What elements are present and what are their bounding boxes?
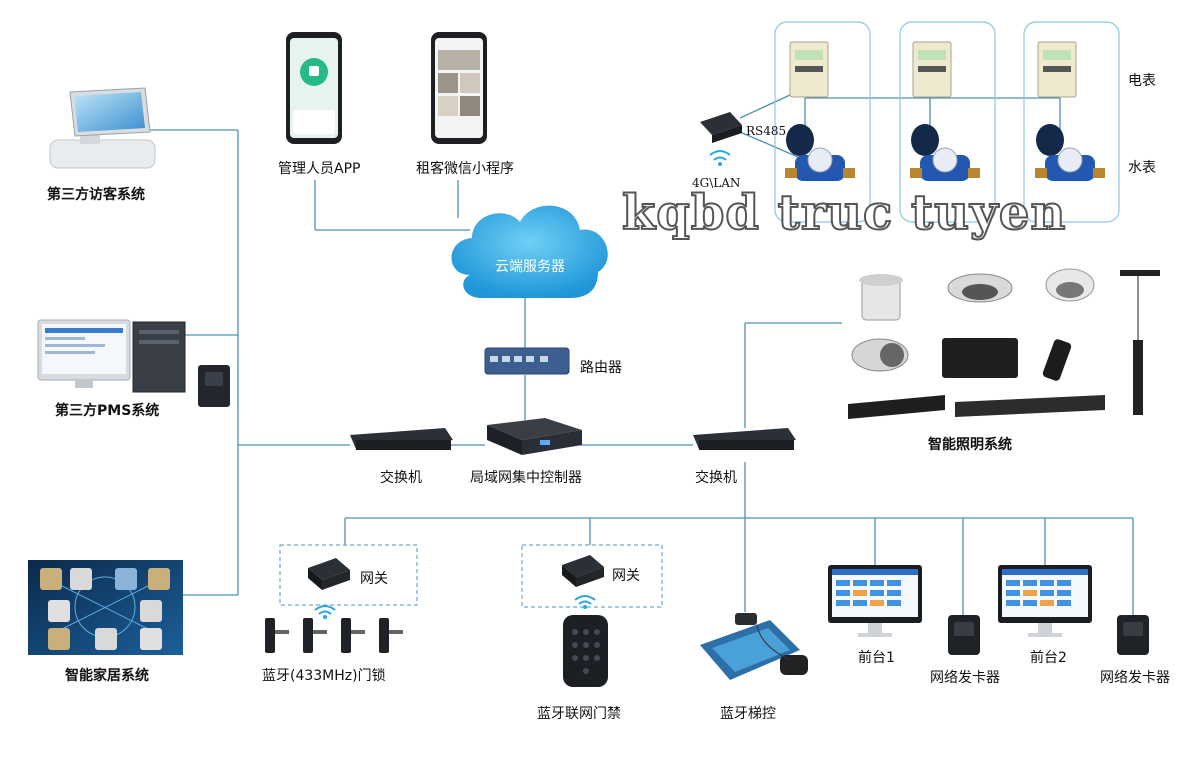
rs485-label: RS485 [746,124,787,138]
lighting-fixtures [848,268,1160,419]
front-desk-monitor-1 [828,565,922,637]
tenant-miniprogram-label: 租客微信小程序 [416,161,514,177]
front-desk-monitor-2 [998,565,1092,637]
gateway-2-label: 网关 [612,568,640,584]
bluetooth-access-label: 蓝牙联网门禁 [537,706,621,722]
lan-controller-device [487,418,582,455]
bluetooth-access-keypad [563,615,608,687]
switch-right-label: 交换机 [695,470,737,486]
net-4g-lan-label: 4G\LAN [692,176,741,190]
gateway-1-label: 网关 [360,571,388,587]
gateway-dashed-boxes [279,544,663,608]
smart-home-image [28,560,183,655]
bluetooth-door-locks [265,618,403,653]
tenant-miniprogram-phone [431,32,487,144]
gateway-device-2 [562,555,604,609]
router-label: 路由器 [580,360,622,376]
connection-lines [150,94,1134,615]
card-issuer-2 [1117,615,1149,655]
visitor-system-terminal [49,87,156,169]
bluetooth-elevator-label: 蓝牙梯控 [720,706,776,722]
switch-right-device [693,428,796,450]
admin-app-label: 管理人员APP [278,161,361,177]
switch-left-device [350,428,453,450]
card-issuer-1 [948,615,980,655]
lighting-system-label: 智能照明系统 [928,437,1012,453]
smart-home-label: 智能家居系统 [65,668,149,684]
water-meter-label: 水表 [1128,160,1156,176]
router-device [484,347,570,375]
bluetooth-elevator-board [700,613,808,680]
lan-controller-label: 局域网集中控制器 [470,470,582,486]
rs485-module [700,112,742,166]
front-desk-1-label: 前台1 [858,650,895,666]
bluetooth-lock-label: 蓝牙(433MHz)门锁 [262,668,386,684]
pms-system-computer [37,319,230,407]
watermark-text: kqbd truc tuyen [621,184,1067,242]
card-issuer-1-label: 网络发卡器 [930,670,1000,686]
visitor-system-label: 第三方访客系统 [47,187,145,203]
gateway-device-1 [308,558,350,619]
switch-left-label: 交换机 [380,470,422,486]
cloud-server-shape [451,205,608,298]
front-desk-2-label: 前台2 [1030,650,1067,666]
pms-system-label: 第三方PMS系统 [55,403,160,419]
electric-meters [789,41,1077,98]
cloud-server-label: 云端服务器 [495,259,565,275]
meter-group-boxes [774,21,1120,223]
water-meters [785,124,1105,181]
admin-app-phone [286,32,342,144]
electric-meter-label: 电表 [1128,73,1156,89]
card-issuer-2-label: 网络发卡器 [1100,670,1170,686]
